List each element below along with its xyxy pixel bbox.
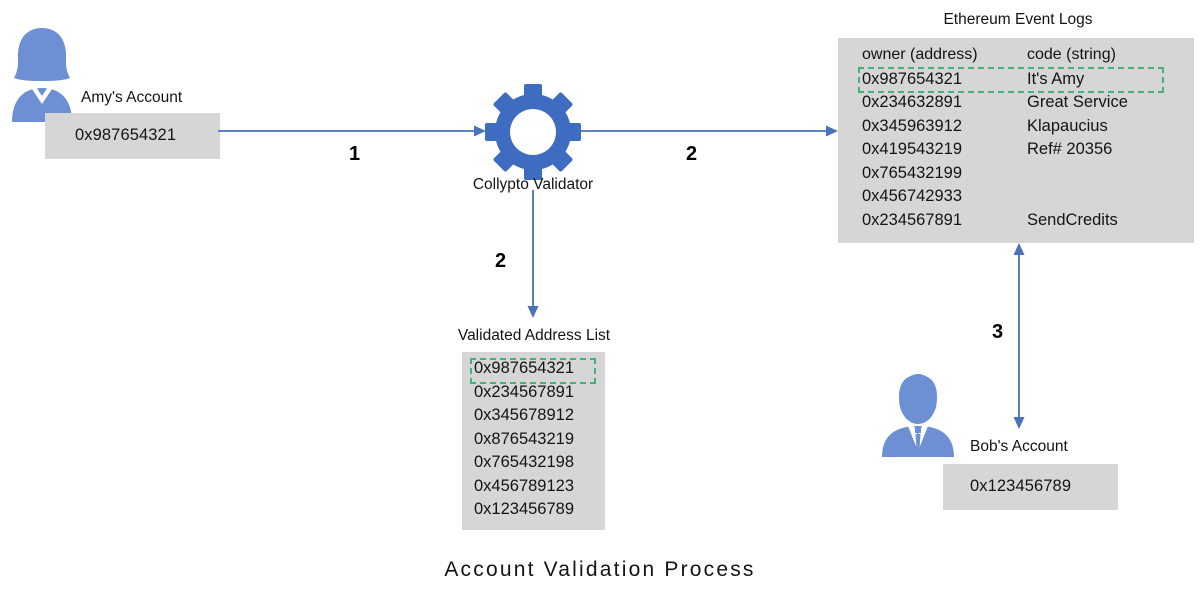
amy-account-label: Amy's Account <box>81 89 183 106</box>
amy-account-address: 0x987654321 <box>75 126 177 144</box>
event-logs-header-row: owner (address) code (string) <box>862 46 1182 70</box>
validated-list-panel: 0x987654321 0x234567891 0x345678912 0x87… <box>462 352 605 530</box>
log-code: It's Amy <box>1027 69 1085 88</box>
bob-account-box: 0x123456789 <box>943 464 1118 510</box>
event-logs-panel: owner (address) code (string) 0x98765432… <box>838 38 1194 243</box>
event-logs-title: Ethereum Event Logs <box>943 11 1093 28</box>
log-owner: 0x419543219 <box>862 140 963 158</box>
list-item[interactable]: 0x987654321 <box>474 359 575 377</box>
table-row[interactable]: 0x234567891 SendCredits <box>862 211 1182 235</box>
log-code: Great Service <box>1027 93 1128 111</box>
validator-label: Collypto Validator <box>472 176 594 193</box>
list-item[interactable]: 0x456789123 <box>474 476 575 495</box>
log-code: SendCredits <box>1027 210 1118 229</box>
list-item[interactable]: 0x234567891 <box>474 382 575 401</box>
step-label-2-down: 2 <box>495 250 507 272</box>
log-owner: 0x987654321 <box>862 69 963 88</box>
validated-list-title: Validated Address List <box>457 327 611 344</box>
arrow-logs-to-bob <box>1008 243 1030 429</box>
event-logs-table: owner (address) code (string) 0x98765432… <box>862 46 1182 234</box>
step-label-2-right: 2 <box>686 143 698 165</box>
table-row[interactable]: 0x456742933 <box>862 187 1182 211</box>
step-label-1: 1 <box>349 143 361 165</box>
list-item[interactable]: 0x765432198 <box>474 453 575 471</box>
log-owner: 0x234632891 <box>862 93 963 111</box>
step-label-3: 3 <box>992 321 1004 343</box>
arrow-validator-to-list <box>522 190 544 320</box>
log-owner: 0x765432199 <box>862 163 963 182</box>
table-row[interactable]: 0x419543219 Ref# 20356 <box>862 140 1182 164</box>
log-code: Ref# 20356 <box>1027 140 1113 158</box>
bob-account-label: Bob's Account <box>970 438 1068 455</box>
list-item[interactable]: 0x123456789 <box>474 500 575 518</box>
gear-icon <box>485 84 581 180</box>
table-row[interactable]: 0x987654321 It's Amy <box>862 70 1182 94</box>
female-user-avatar <box>6 26 78 122</box>
log-owner: 0x234567891 <box>862 210 963 229</box>
arrow-amy-to-validator <box>218 120 488 142</box>
list-item[interactable]: 0x876543219 <box>474 429 575 448</box>
column-header-owner: owner (address) <box>862 46 978 63</box>
column-header-code: code (string) <box>1027 46 1116 63</box>
table-row[interactable]: 0x234632891 Great Service <box>862 93 1182 117</box>
male-user-avatar <box>878 373 958 457</box>
arrow-validator-to-logs <box>578 120 840 142</box>
log-code: Klapaucius <box>1027 116 1108 135</box>
log-owner: 0x345963912 <box>862 116 963 135</box>
log-owner: 0x456742933 <box>862 187 963 205</box>
bob-account-address: 0x123456789 <box>970 477 1072 495</box>
list-item[interactable]: 0x345678912 <box>474 406 575 424</box>
table-row[interactable]: 0x345963912 Klapaucius <box>862 117 1182 141</box>
table-row[interactable]: 0x765432199 <box>862 164 1182 188</box>
amy-account-box: 0x987654321 <box>45 113 220 159</box>
page-title: Account Validation Process <box>444 558 756 581</box>
validated-address-items: 0x987654321 0x234567891 0x345678912 0x87… <box>474 359 599 524</box>
